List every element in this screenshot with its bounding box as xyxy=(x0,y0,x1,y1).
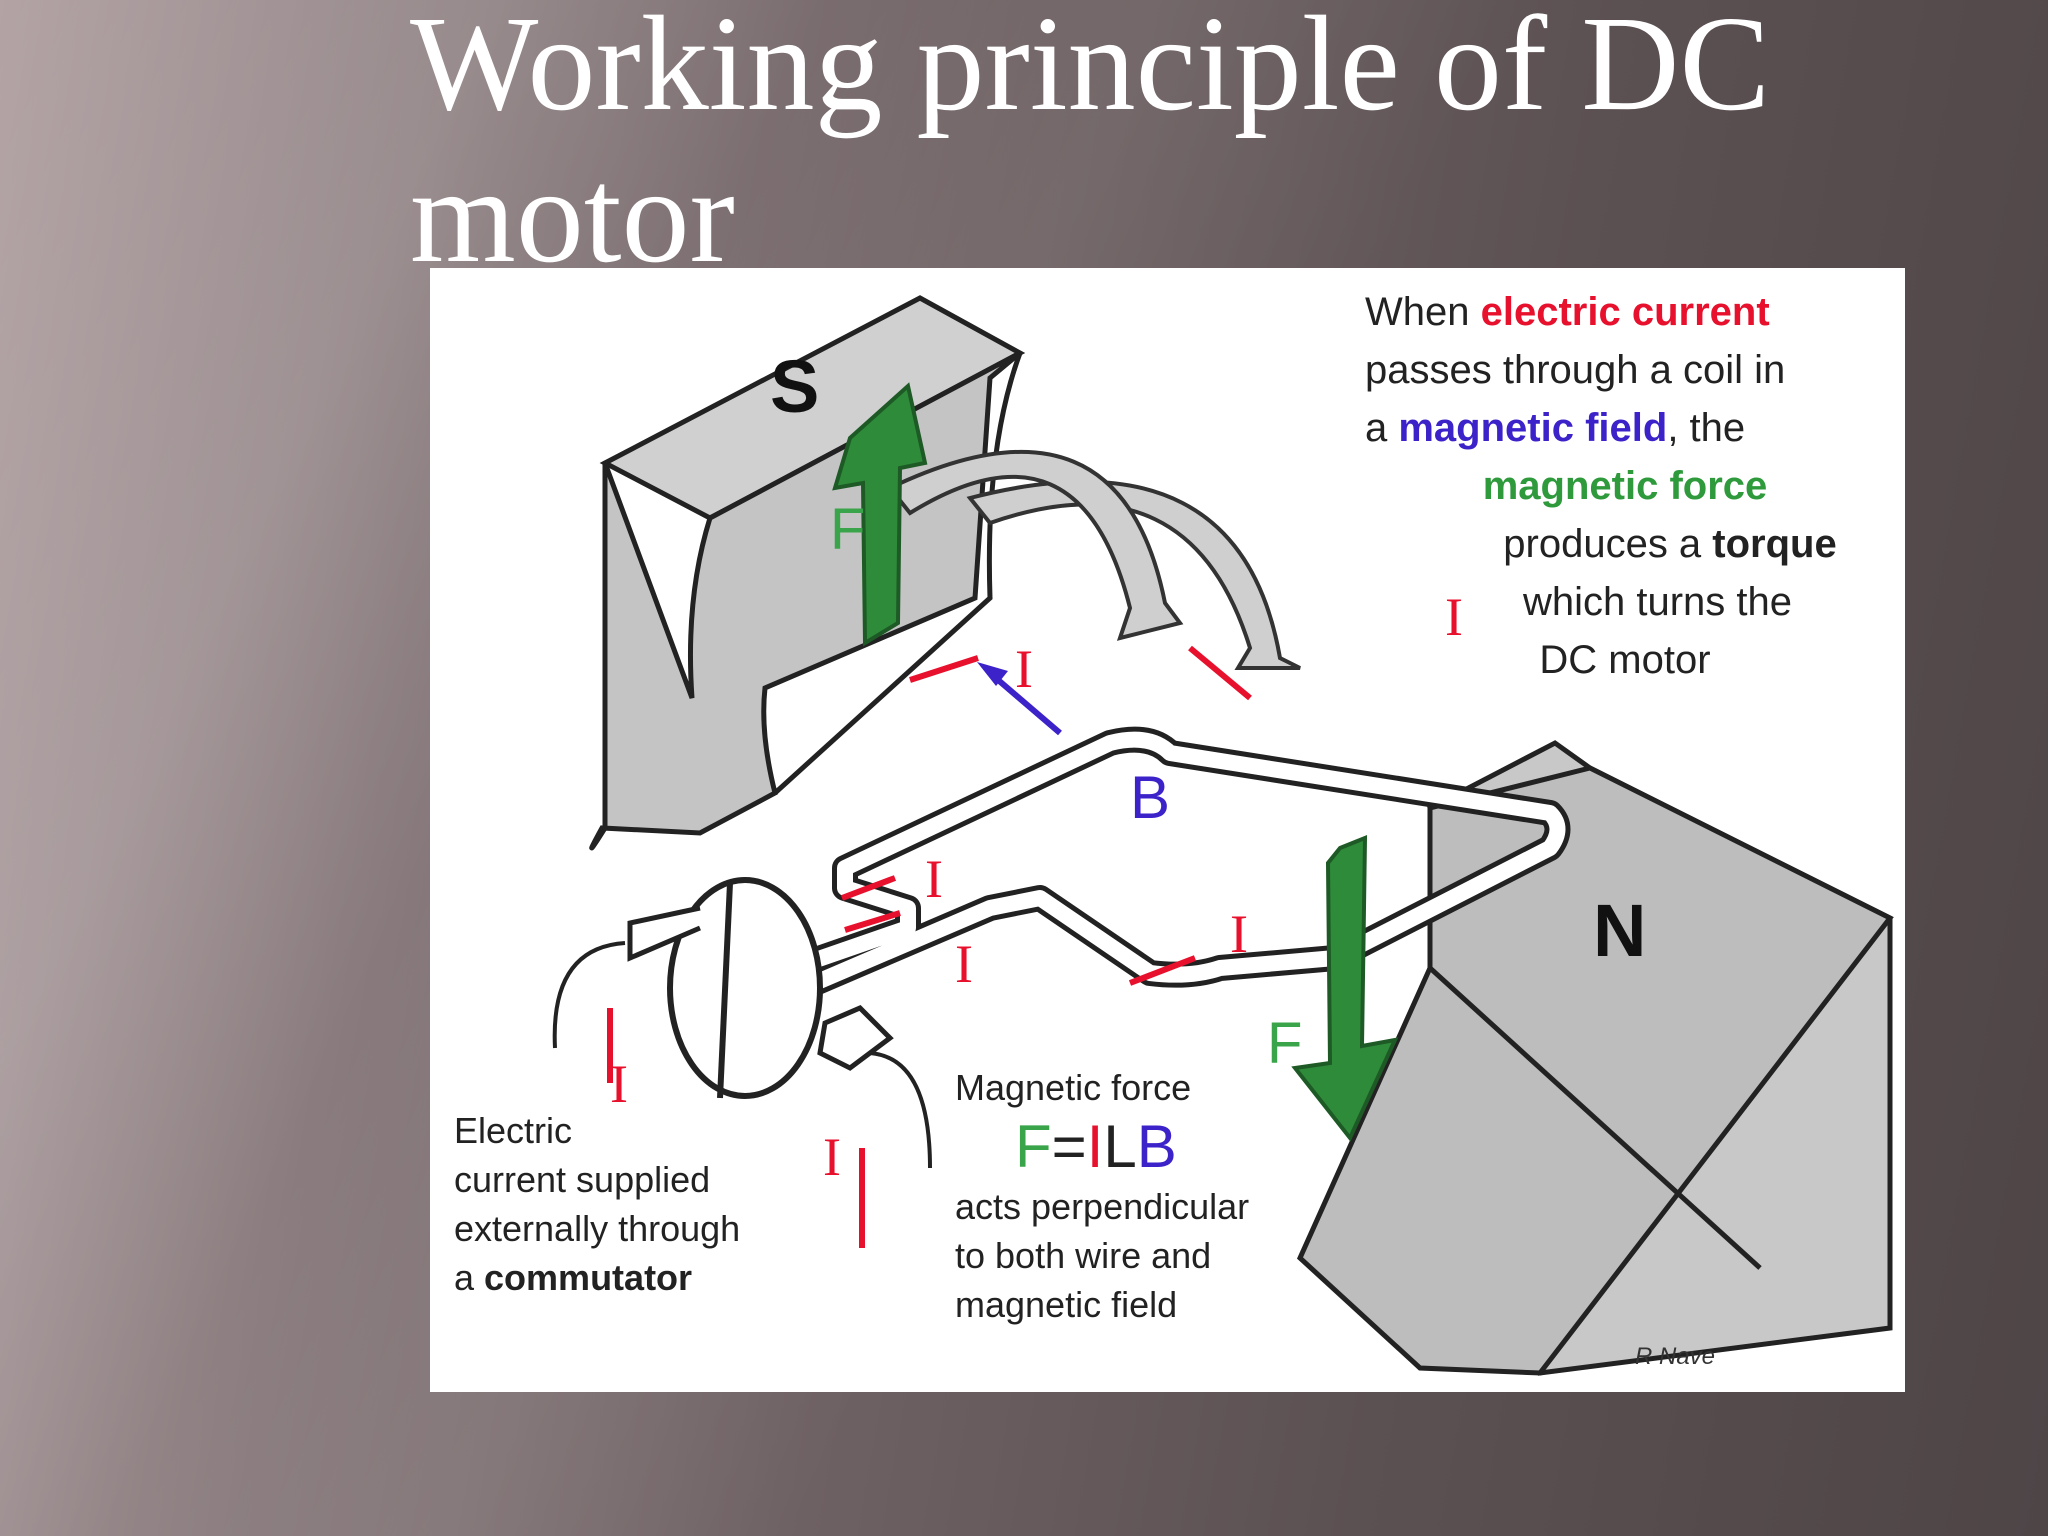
text-which: which turns the xyxy=(1522,580,1793,624)
current-label: I xyxy=(1015,639,1033,699)
force-heading: Magnetic force xyxy=(955,1067,1192,1108)
force-line-2: to both wire and xyxy=(955,1235,1212,1276)
commutator-explanation: Electric current supplied externally thr… xyxy=(454,1106,814,1302)
force-line-1: acts perpendicular xyxy=(955,1186,1250,1227)
commutator-line-2: current supplied xyxy=(454,1159,711,1200)
field-label: B xyxy=(1130,764,1171,831)
text-the: , the xyxy=(1667,406,1746,450)
text-magnetic-field: magnetic field xyxy=(1398,406,1668,450)
text-a: a xyxy=(1365,406,1399,450)
slide-title: Working principle of DC motor xyxy=(410,0,1771,291)
formula-eq: = xyxy=(1051,1113,1087,1180)
text-electric-current: electric current xyxy=(1480,290,1770,334)
text-produces: produces a xyxy=(1503,522,1713,566)
current-label: I xyxy=(925,849,943,909)
text-dc-motor: DC motor xyxy=(1539,638,1711,682)
force-line-3: magnetic field xyxy=(955,1284,1178,1325)
current-label: I xyxy=(1230,904,1248,964)
commutator-line-3: externally through xyxy=(454,1208,741,1249)
commutator-line-1: Electric xyxy=(454,1110,573,1151)
force-label-top: F xyxy=(830,497,866,562)
commutator-line-4a: a xyxy=(454,1257,485,1298)
south-pole-label: S xyxy=(770,345,820,428)
formula-b: B xyxy=(1136,1113,1177,1180)
force-arrow-up xyxy=(832,382,928,647)
formula-f: F xyxy=(1015,1113,1052,1180)
current-label: I xyxy=(955,934,973,994)
formula-i: I xyxy=(1086,1113,1104,1180)
credit: R Nave xyxy=(1635,1343,1716,1370)
text-torque: torque xyxy=(1712,522,1837,566)
formula-l: L xyxy=(1103,1113,1137,1180)
current-arrows xyxy=(607,645,1252,1248)
force-formula: F=ILB xyxy=(955,1112,1315,1182)
field-arrow xyxy=(977,662,1062,736)
north-pole-label: N xyxy=(1593,889,1647,972)
torque-explanation: When electric current passes through a c… xyxy=(1365,283,1885,689)
torque-arrows xyxy=(886,449,1301,670)
north-magnet xyxy=(1296,740,1894,1376)
text-magnetic-force: magnetic force xyxy=(1482,464,1768,508)
force-label-bottom: F xyxy=(1267,1011,1303,1076)
coil-wire xyxy=(730,726,1571,1025)
dc-motor-diagram: S N F F B I I I I I I I When electric cu… xyxy=(430,268,1905,1392)
force-arrow-down xyxy=(1291,835,1399,1142)
current-label: I xyxy=(1445,587,1463,647)
commutator xyxy=(552,877,932,1169)
current-label: I xyxy=(823,1127,841,1187)
current-label: I xyxy=(610,1054,628,1114)
diagram-drawing xyxy=(552,295,1894,1376)
text-when: When xyxy=(1365,290,1481,334)
text-passes: passes through a coil in xyxy=(1365,348,1786,392)
force-explanation: Magnetic force F=ILB acts perpendicular … xyxy=(955,1063,1315,1329)
commutator-word: commutator xyxy=(484,1257,693,1298)
